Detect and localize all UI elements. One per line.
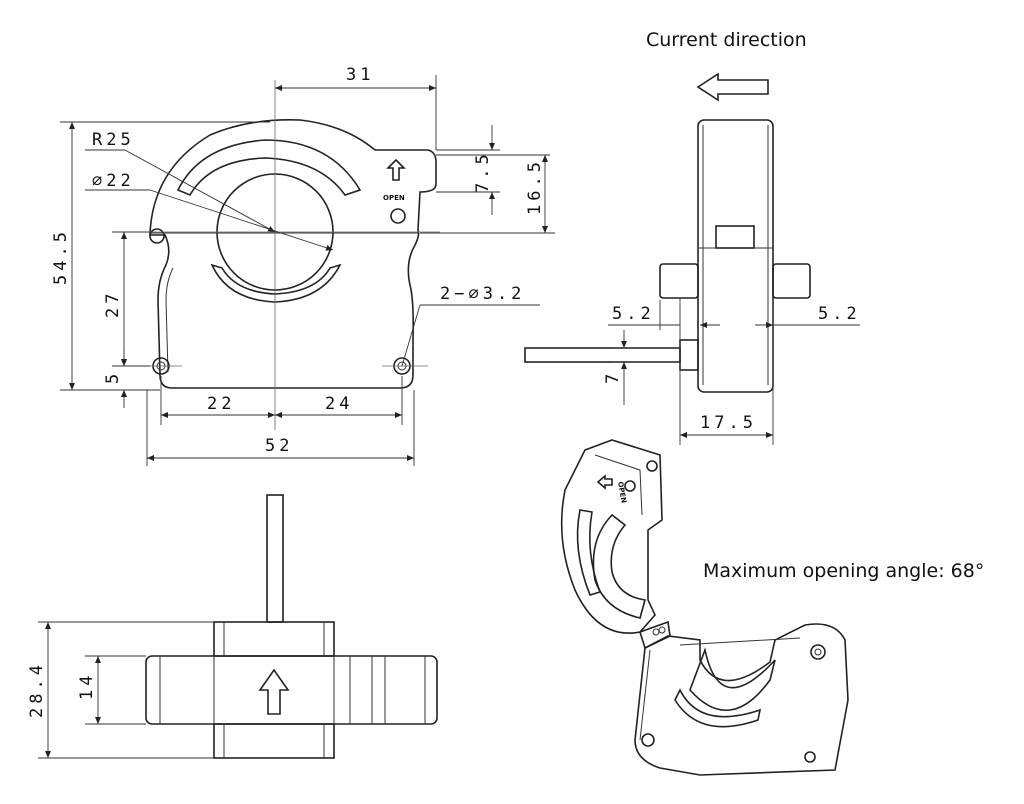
dim-r25: R25: [92, 130, 135, 150]
side-latch: [715, 225, 755, 249]
bottom-clip-top: [213, 621, 335, 657]
dim-7-5: 7.5: [473, 150, 493, 193]
bottom-pin: [266, 494, 284, 623]
dim-bore: ⌀22: [92, 171, 135, 191]
iso-upper-bore: [592, 513, 647, 619]
dim-5-2-right: 5.2: [818, 304, 861, 324]
open-button: [390, 208, 406, 224]
bottom-body: [145, 655, 438, 725]
dim-5-2-left: 5.2: [612, 304, 655, 324]
iso-lower-bore: [689, 647, 776, 712]
front-arc-band: [176, 139, 362, 197]
front-body-outline: [149, 118, 437, 389]
dim-28-4: 28.4: [27, 661, 47, 718]
isometric-open-view: Maximum opening angle: 68° OPEN: [560, 439, 984, 776]
iso-lower-hole-right: [810, 644, 826, 660]
iso-lower-hole-left: [641, 733, 655, 747]
dim-14: 14: [77, 672, 97, 700]
iso-upper-arrow-icon: [596, 474, 613, 490]
dim-52: 52: [265, 436, 293, 456]
side-body: [697, 119, 774, 393]
dim-27: 27: [103, 290, 123, 318]
dim-22: 22: [207, 394, 235, 414]
front-hinge-hole: [149, 228, 165, 244]
side-terminal: [679, 339, 699, 371]
bottom-arrow-icon: [258, 668, 290, 715]
dim-54-5: 54.5: [51, 228, 71, 285]
side-tab-left: [659, 263, 699, 299]
iso-lower-half: [634, 623, 849, 776]
side-tab-right: [772, 263, 811, 299]
side-view: Current direction 5.2 5.2 7 17.5: [524, 29, 861, 445]
dim-5: 5: [103, 370, 123, 384]
dim-holes: 2−⌀3.2: [440, 284, 525, 304]
front-view: OPEN 31 54.5 27 5 22: [51, 65, 555, 466]
iso-lower-hole-bottom: [804, 751, 816, 763]
current-direction-label: Current direction: [646, 29, 807, 51]
iso-upper-half: [560, 439, 663, 634]
dim-24: 24: [325, 394, 353, 414]
open-label: OPEN: [383, 194, 405, 202]
dim-17-5: 17.5: [700, 413, 757, 433]
dim-16-5: 16.5: [525, 158, 545, 215]
side-pin: [524, 347, 681, 363]
iso-latch-hole: [646, 460, 658, 472]
bottom-view: 28.4 14: [27, 494, 438, 759]
dim-31: 31: [346, 65, 374, 85]
dim-7: 7: [603, 370, 623, 384]
current-direction-arrow-icon: [696, 72, 769, 102]
max-opening-label: Maximum opening angle: 68°: [703, 560, 984, 582]
iso-open-label: OPEN: [616, 481, 628, 504]
front-bore-lip: [210, 263, 342, 303]
open-arrow-icon: [386, 158, 406, 181]
bottom-clip-bottom: [213, 723, 335, 759]
